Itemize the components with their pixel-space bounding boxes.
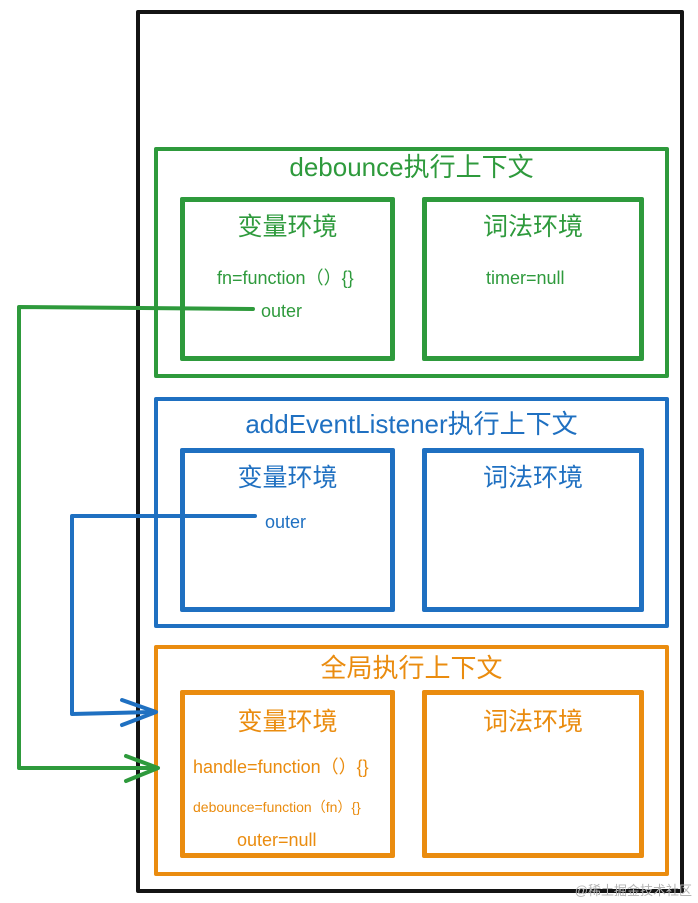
global-variable-environment: 变量环境 handle=function（）{} debounce=functi…	[180, 690, 395, 858]
timer-binding: timer=null	[486, 268, 565, 288]
context-title: 全局执行上下文	[320, 653, 503, 683]
global-lexical-environment: 词法环境	[422, 690, 644, 858]
environment-title: 变量环境	[237, 464, 338, 492]
debounce-lexical-environment: 词法环境 timer=null	[422, 197, 644, 361]
outer-reference: outer	[265, 512, 307, 532]
context-title: addEventListener执行上下文	[245, 409, 578, 439]
debounce-binding: debounce=function（fn）{}	[193, 799, 361, 815]
debounce-variable-environment: 变量环境 fn=function（）{} outer	[180, 197, 395, 361]
outer-reference: outer	[261, 301, 303, 321]
fn-binding: fn=function（）{}	[217, 268, 354, 288]
global-execution-context: 全局执行上下文	[154, 645, 669, 876]
handle-binding: handle=function（）{}	[193, 757, 369, 777]
add-event-listener-lexical-environment: 词法环境	[422, 448, 644, 612]
environment-title: 词法环境	[482, 464, 583, 492]
context-title: debounce执行上下文	[289, 152, 534, 182]
environment-title: 变量环境	[237, 213, 338, 241]
environment-title: 变量环境	[237, 708, 338, 736]
environment-title: 词法环境	[482, 213, 583, 241]
watermark: @稀土掘金技术社区	[574, 883, 692, 898]
add-event-listener-variable-environment: 变量环境 outer	[180, 448, 395, 612]
environment-title: 词法环境	[482, 708, 583, 736]
outer-null-binding: outer=null	[237, 830, 317, 850]
debounce-execution-context: debounce执行上下文	[154, 147, 669, 378]
